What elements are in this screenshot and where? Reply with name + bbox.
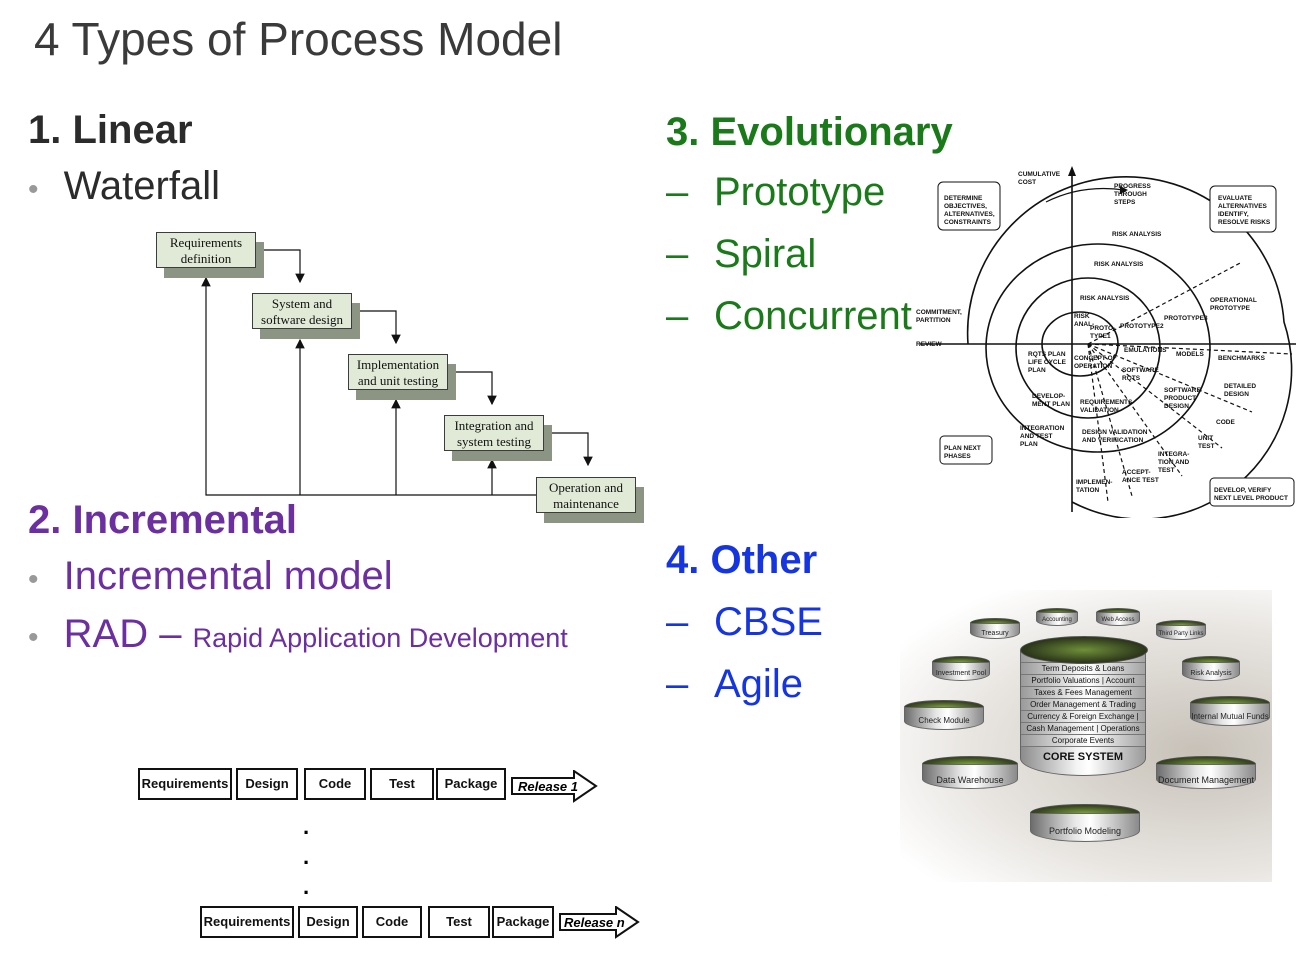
linear-item-waterfall: • Waterfall — [28, 164, 220, 208]
incremental-heading: 2. Incremental — [28, 498, 298, 542]
svg-text:REVIEW: REVIEW — [916, 341, 943, 348]
release-arrow — [559, 906, 640, 939]
core-system: Securities Management Term Deposits & Lo… — [1020, 636, 1148, 796]
increment-cell: Test — [428, 906, 490, 938]
release-last-label: Release n — [564, 915, 625, 930]
module-document-mgmt: Document Management — [1156, 756, 1256, 796]
other-item-cbse: –CBSE — [666, 600, 823, 644]
svg-text:PROTO-TYPE1: PROTO-TYPE1 — [1090, 325, 1115, 340]
incremental-item-model: • Incremental model — [28, 554, 393, 598]
module-risk-analysis: Risk Analysis — [1182, 656, 1240, 686]
module-data-warehouse: Data Warehouse — [922, 756, 1018, 796]
svg-text:IMPLEMEN-TATION: IMPLEMEN-TATION — [1076, 479, 1112, 494]
module-accounting: Accounting — [1036, 608, 1078, 630]
other-heading: 4. Other — [666, 538, 818, 582]
waterfall-connectors — [201, 249, 593, 496]
bullet-dot: • — [28, 173, 39, 206]
rad-subtitle: Rapid Application Development — [192, 623, 568, 653]
svg-text:COMMITMENT,PARTITION: COMMITMENT,PARTITION — [916, 309, 962, 324]
slide-title: 4 Types of Process Model — [34, 13, 563, 65]
increment-cell: Requirements — [200, 906, 294, 938]
increment-cell: Code — [362, 906, 422, 938]
increment-cell: Design — [236, 768, 298, 800]
increment-row-last: Requirements Design Code Test Package Re… — [200, 906, 640, 946]
other-item-agile: –Agile — [666, 662, 803, 706]
module-investment-pool: Investment Pool — [932, 656, 990, 686]
bullet-dot: • — [28, 621, 39, 654]
svg-text:EMULATIONS: EMULATIONS — [1124, 347, 1167, 354]
module-internal-mutual: Internal Mutual Funds — [1190, 696, 1270, 732]
bullet-dot: • — [28, 563, 39, 596]
svg-text:PROTOTYPE3: PROTOTYPE3 — [1164, 315, 1208, 322]
core-top — [1020, 636, 1148, 664]
module-portfolio-modeling: Portfolio Modeling — [1030, 804, 1140, 850]
core-label: CORE SYSTEM — [1042, 751, 1124, 763]
svg-text:PROTOTYPE2: PROTOTYPE2 — [1120, 323, 1164, 330]
evolutionary-heading: 3. Evolutionary — [666, 110, 953, 154]
module-check: Check Module — [904, 700, 984, 736]
release-first-label: Release 1 — [518, 779, 578, 794]
increment-cell: Design — [298, 906, 358, 938]
increment-cell: Test — [370, 768, 434, 800]
cbse-illustration: Treasury Accounting Web Access Third Par… — [900, 590, 1272, 882]
module-web-access: Web Access — [1096, 608, 1140, 630]
incremental-item-rad: • RAD – Rapid Application Development — [28, 612, 568, 656]
svg-text:DEVELOP-MENT PLAN: DEVELOP-MENT PLAN — [1032, 393, 1070, 408]
svg-text:RISK ANALYSIS: RISK ANALYSIS — [1080, 295, 1130, 302]
release-arrow — [511, 770, 598, 803]
svg-text:RISK ANALYSIS: RISK ANALYSIS — [1094, 261, 1144, 268]
module-treasury: Treasury — [970, 618, 1020, 644]
increment-cell: Requirements — [138, 768, 232, 800]
increment-cell: Package — [436, 768, 506, 800]
svg-text:CODE: CODE — [1216, 419, 1235, 426]
svg-text:MODELS: MODELS — [1176, 351, 1204, 358]
module-third-party: Third Party Links — [1156, 620, 1206, 644]
svg-text:BENCHMARKS: BENCHMARKS — [1218, 355, 1266, 362]
svg-text:RISK ANALYSIS: RISK ANALYSIS — [1112, 231, 1162, 238]
core-body: Securities Management Term Deposits & Lo… — [1020, 650, 1146, 776]
linear-heading: 1. Linear — [28, 108, 193, 152]
evo-item-spiral: –Spiral — [666, 232, 817, 276]
ellipsis-dots: ··· — [303, 820, 311, 905]
evo-item-concurrent: –Concurrent — [666, 294, 912, 338]
increment-cell: Package — [492, 906, 554, 938]
increment-cell: Code — [304, 768, 366, 800]
increment-row-first: Requirements Design Code Test Package Re… — [138, 768, 618, 808]
evo-item-prototype: –Prototype — [666, 170, 886, 214]
svg-text:ACCEPT-ANCE TEST: ACCEPT-ANCE TEST — [1122, 469, 1159, 484]
